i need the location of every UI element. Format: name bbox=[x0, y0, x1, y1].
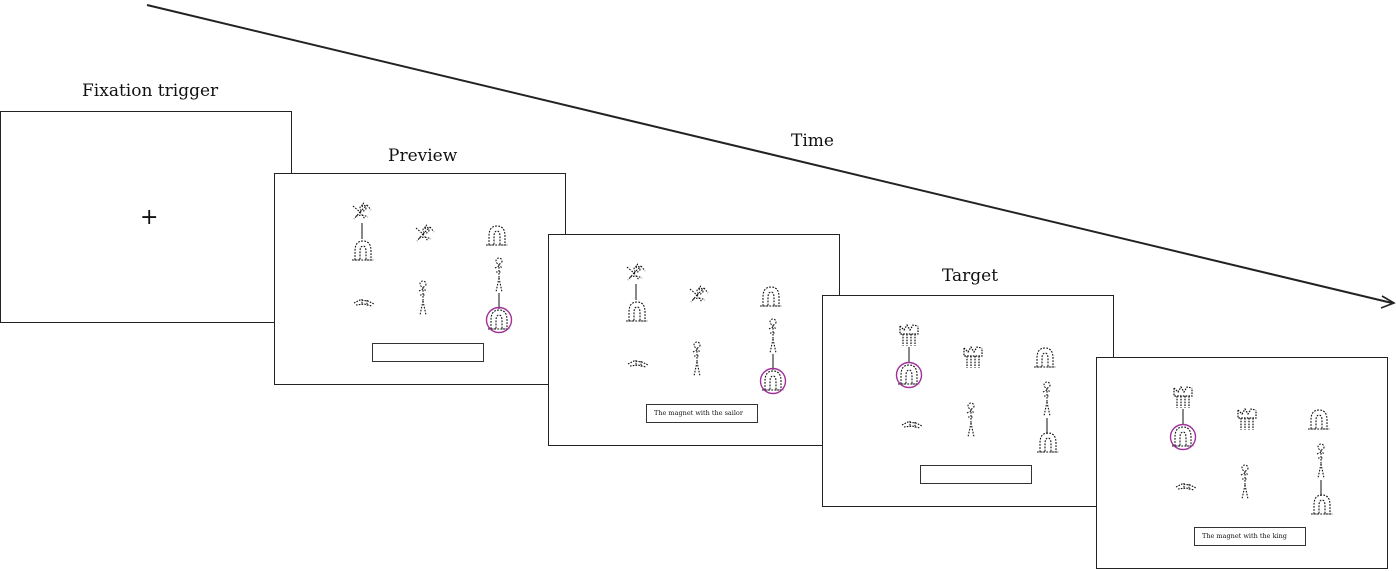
frame-target bbox=[822, 295, 1114, 507]
utterance-box bbox=[920, 465, 1032, 484]
utterance-box bbox=[372, 343, 484, 362]
scene-a-figures bbox=[626, 263, 786, 394]
frame-preview-utterance: The magnet with the sailor bbox=[548, 234, 840, 446]
frame-preview bbox=[274, 173, 566, 385]
frame-label-preview: Preview bbox=[388, 146, 458, 166]
time-label: Time bbox=[791, 131, 834, 151]
fixation-cross-icon: + bbox=[140, 205, 159, 230]
frame-label-target: Target bbox=[942, 266, 999, 286]
utterance-box: The magnet with the king bbox=[1194, 527, 1306, 546]
frame-target-utterance: The magnet with the king bbox=[1096, 357, 1388, 569]
scene-b-figures bbox=[1171, 387, 1334, 514]
frame-fixation: + bbox=[0, 111, 292, 323]
scene-b-figures bbox=[897, 325, 1060, 452]
utterance-box: The magnet with the sailor bbox=[646, 404, 758, 423]
frame-label-fixation: Fixation trigger bbox=[82, 81, 219, 101]
scene-a-figures bbox=[352, 202, 512, 333]
